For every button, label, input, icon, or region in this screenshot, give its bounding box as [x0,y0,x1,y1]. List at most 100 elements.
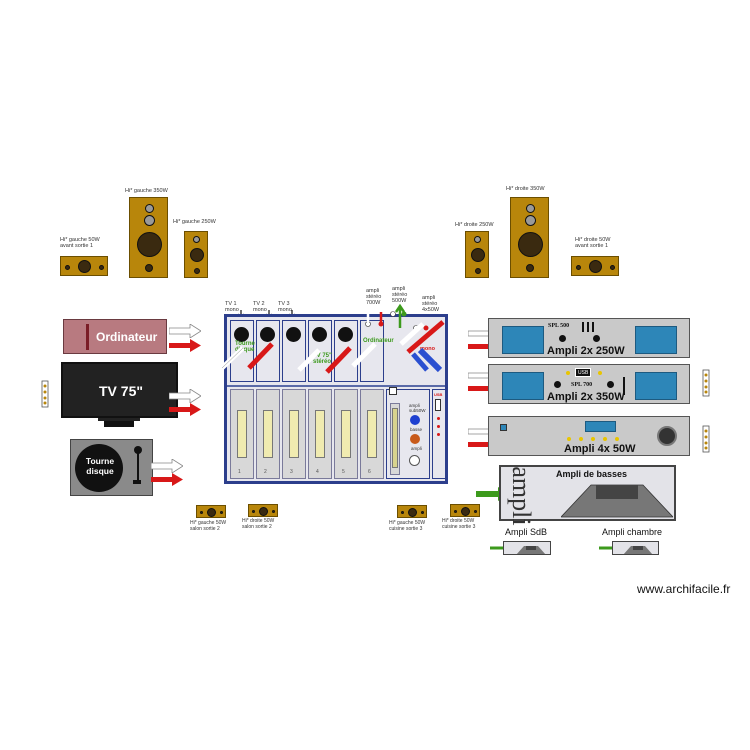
speaker-left-front [60,256,108,276]
speaker-label-right-front: Hi* droite 50W avant sortie 1 [575,237,611,249]
blue-knob-icon[interactable] [410,415,420,425]
speaker-cone-icon [78,260,91,273]
amp-screen-right [635,372,677,400]
speaker-cone-icon [518,232,543,257]
fader-6[interactable] [360,389,384,479]
amp-screen-left [502,372,544,400]
amp-model-label: SPL 500 [548,323,570,329]
amp-name-label: Ampli 2x 350W [547,391,625,403]
knob-icon[interactable] [607,381,614,388]
watermark: www.archifacile.fr [637,582,731,596]
record-icon [75,444,123,492]
speaker-cone-icon [526,204,535,213]
knob-icon[interactable] [338,327,353,342]
speaker-cone-icon [99,265,104,270]
mixer-ch-num-2: 2 [264,469,267,475]
speaker-cone-icon [200,511,203,514]
speaker-cone-icon [190,248,204,262]
speaker-cone-icon [145,264,153,272]
knob-icon[interactable] [554,381,561,388]
mixer-label-amp700: ampli stéréo 700W [366,288,382,306]
white-arrow-icon [169,324,201,338]
speaker-label-left-mid: Hi* gauche 250W [173,219,216,225]
mixer-divider [227,385,445,387]
mixer-tv75-label: TV 75" stéréo [313,353,332,365]
tv-base [104,421,134,427]
speaker-cone-icon [421,511,424,514]
bass-amp-logo: ampli [507,466,536,526]
speaker-label-kitchen-left: Hi* gauche 50W cuisine sortie 3 [389,520,426,532]
fader-4[interactable] [308,389,332,479]
knob-icon[interactable] [593,335,600,342]
mixer-ch-num-3: 3 [290,469,293,475]
speaker-cone-icon [194,268,200,274]
mixer-ch-num-1: 1 [238,469,241,475]
bass-amp: ampli Ampli de basses [499,465,676,526]
usb-port-icon[interactable] [435,399,441,411]
speaker-left-main [129,197,168,278]
speaker-cone-icon [516,546,546,554]
led-icon [615,437,619,441]
speaker-cone-icon [461,507,470,516]
mixer-label-ch1: TV 1 mono [225,301,239,313]
amp-name-label: Ampli 4x 50W [564,443,636,455]
amp-model-label: SPL 700 [571,382,593,388]
speaker-salon-right [248,504,278,517]
tonearm [137,452,139,482]
speaker-kitchen-left [397,505,427,518]
computer-label: Ordinateur [96,330,158,344]
red-led-icon [437,433,440,436]
speaker-cone-icon [252,510,255,513]
speaker-cone-icon [561,484,673,518]
fader-5[interactable] [334,389,358,479]
fader-master[interactable] [390,403,400,475]
white-arrow-icon [169,389,201,403]
fader-2[interactable] [256,389,280,479]
amp-indicator [500,424,507,431]
knob-icon[interactable] [260,327,275,342]
speaker-kitchen-right [450,504,480,517]
mixer-label-ch3: TV 3 mono [278,301,292,313]
speaker-cone-icon [589,260,602,273]
knob-icon[interactable] [286,327,301,342]
knob-icon[interactable] [312,327,327,342]
speaker-cone-icon [207,508,216,517]
speaker-label-left-main: Hi* gauche 350W [125,188,168,194]
mixer-usb-label: USB [434,392,443,397]
speaker-label-salon-left: Hi* gauche 50W salon sortie 2 [190,520,227,532]
speaker-right-main [510,197,549,278]
usb-port-icon[interactable]: USB [575,368,591,377]
mixer-ch-num-5: 5 [342,469,345,475]
knob-icon[interactable] [234,327,249,342]
speaker-cone-icon [272,510,275,513]
speaker-label-salon-right: Hi* droite 50W salon sortie 2 [242,518,275,530]
turntable-label: Tourne disque [85,456,115,476]
led-icon [591,437,595,441]
red-arrow-icon [169,339,201,352]
speaker-cone-icon [193,236,200,243]
mixer-channel-2 [256,320,280,382]
computer-slot [86,324,89,350]
led-icon [579,437,583,441]
mixer-sub-label: ampli sub50W [409,403,426,413]
fader-1[interactable] [230,389,254,479]
volume-knob-icon[interactable] [657,426,677,446]
speaker-right-front [571,256,619,276]
white-knob-icon[interactable] [409,455,420,466]
knob-icon[interactable] [559,335,566,342]
mixer-master-section [386,389,430,479]
tower-speaker-icon [702,369,710,397]
bedroom-amp-label: Ampli chambre [602,527,663,537]
bass-amp-label: Ampli de basses [556,469,628,479]
orange-knob-icon[interactable] [410,434,420,444]
computer-source: Ordinateur [63,319,167,354]
fader-3[interactable] [282,389,306,479]
speaker-cone-icon [623,546,653,554]
mixer-channel-5 [334,320,358,382]
tower-speaker-icon [41,380,49,408]
mixer-usb-section [432,389,446,479]
tv-source: TV 75" [61,362,178,418]
mixer-ch-num-6: 6 [368,469,371,475]
speaker-cone-icon [137,232,162,257]
speaker-salon-left [196,505,226,518]
